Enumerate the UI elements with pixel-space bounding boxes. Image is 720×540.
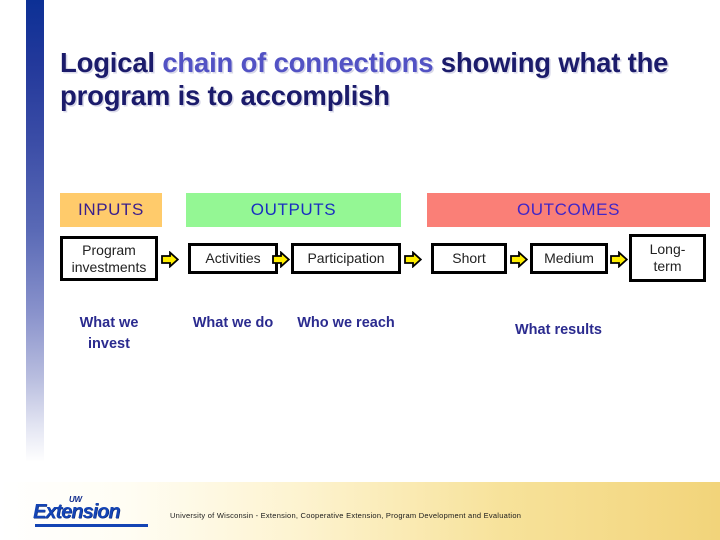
right-arrow-icon bbox=[404, 251, 422, 268]
slide-title-part1: Logical bbox=[60, 47, 163, 78]
node-activities: Activities bbox=[188, 243, 278, 274]
column-header-outcomes-label: OUTCOMES bbox=[516, 200, 621, 219]
uw-extension-logo: UW Extension bbox=[33, 495, 153, 527]
slide-title: Logical chain of connections showing wha… bbox=[60, 46, 690, 112]
uw-extension-logo-rule bbox=[35, 524, 148, 527]
node-participation: Participation bbox=[291, 243, 401, 274]
footer-bar bbox=[0, 482, 720, 540]
column-header-inputs-label: INPUTS bbox=[78, 200, 144, 219]
node-medium-label: Medium bbox=[544, 250, 594, 266]
uw-extension-logo-uw: UW bbox=[69, 495, 82, 504]
node-program-investments-label: Program investments bbox=[71, 241, 147, 275]
node-activities-label: Activities bbox=[205, 250, 261, 266]
node-long-term: Long-term bbox=[629, 234, 706, 282]
right-arrow-icon bbox=[510, 251, 528, 268]
column-header-outcomes: OUTCOMES bbox=[427, 193, 710, 227]
footer-credit-text: University of Wisconsin - Extension, Coo… bbox=[170, 511, 522, 520]
column-header-inputs: INPUTS bbox=[60, 193, 162, 227]
right-arrow-icon bbox=[161, 251, 179, 268]
caption-what-we-invest: What we invest bbox=[79, 315, 139, 352]
caption-what-results: What results bbox=[514, 322, 602, 338]
node-short-label: Short bbox=[452, 250, 486, 266]
caption-who-we-reach: Who we reach bbox=[297, 315, 395, 331]
node-long-term-label: Long-term bbox=[649, 241, 686, 274]
node-participation-label: Participation bbox=[307, 250, 385, 266]
uw-extension-logo-word: Extension bbox=[33, 501, 121, 523]
right-arrow-icon bbox=[610, 251, 628, 268]
left-accent-bar bbox=[26, 0, 44, 462]
caption-what-we-do: What we do bbox=[192, 315, 274, 331]
node-short: Short bbox=[431, 243, 507, 274]
node-program-investments: Program investments bbox=[60, 236, 158, 281]
column-header-outputs-label: OUTPUTS bbox=[250, 200, 337, 219]
right-arrow-icon bbox=[272, 251, 290, 268]
slide-title-part2: showing what the program is to accomplis… bbox=[60, 47, 669, 111]
slide-title-highlight: chain of connections bbox=[162, 47, 434, 78]
column-header-outputs: OUTPUTS bbox=[186, 193, 401, 227]
node-medium: Medium bbox=[530, 243, 608, 274]
